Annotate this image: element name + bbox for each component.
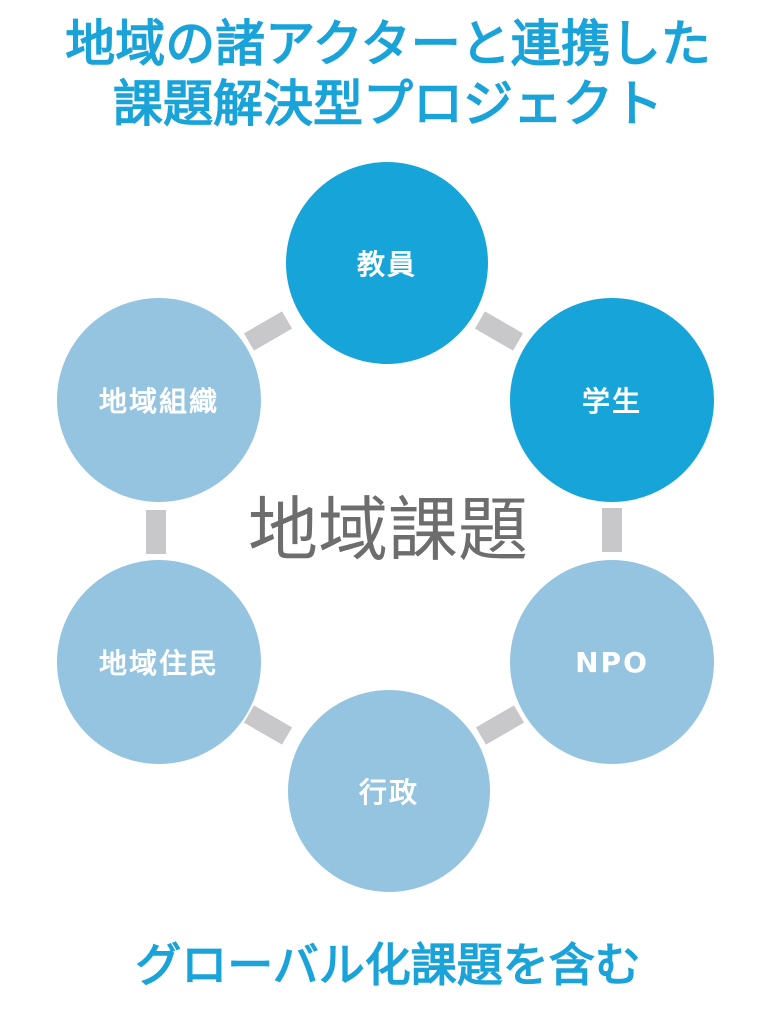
node-npo-label: NPO: [575, 645, 649, 679]
node-government-label: 行政: [358, 776, 419, 809]
node-government: 行政: [288, 690, 490, 892]
node-residents-label: 地域住民: [98, 647, 219, 680]
node-teachers-label: 教員: [356, 248, 417, 281]
title-line-1: 地域の諸アクターと連携した: [65, 15, 711, 73]
connector-npo-gov: [475, 705, 525, 745]
connector-gov-residents: [243, 705, 293, 745]
node-local-organizations: 地域組織: [57, 298, 261, 502]
connector-residents-org: [146, 510, 166, 554]
node-npo: NPO: [510, 560, 714, 764]
connector-org-teacher: [243, 311, 293, 351]
node-local-organizations-label: 地域組織: [98, 385, 219, 418]
node-residents: 地域住民: [57, 560, 261, 764]
node-students-label: 学生: [581, 385, 642, 418]
connector-student-npo: [602, 508, 622, 552]
center-label: 地域課題: [248, 489, 528, 571]
node-students: 学生: [510, 298, 714, 502]
footer-caption: グローバル化課題を含む: [135, 938, 641, 992]
diagram-title: 地域の諸アクターと連携した 課題解決型プロジェクト: [0, 14, 776, 134]
node-teachers: 教員: [286, 162, 488, 364]
title-line-2: 課題解決型プロジェクト: [113, 75, 663, 133]
connector-teacher-student: [474, 311, 524, 351]
